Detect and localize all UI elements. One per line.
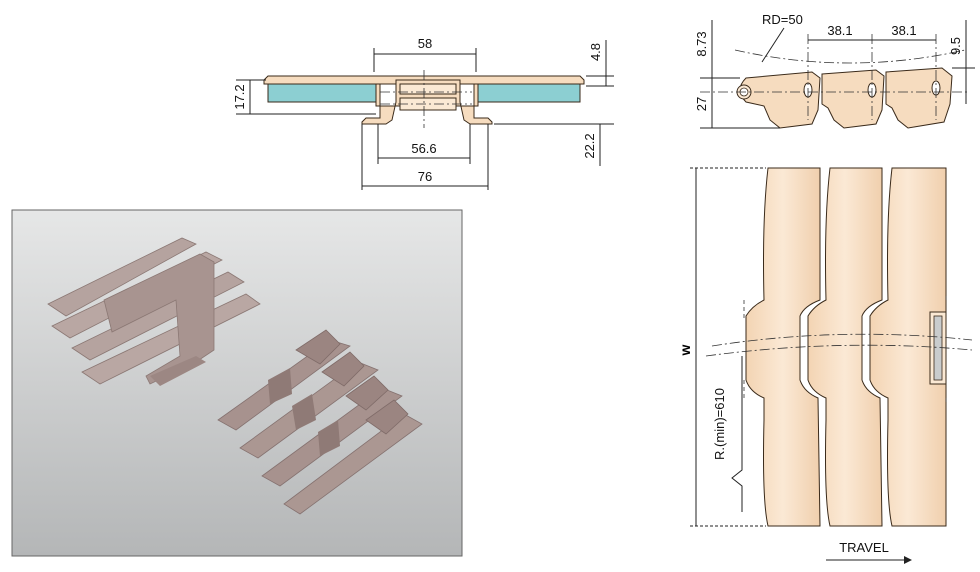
plan-view: w R.(min)=610 TRAVEL: [677, 167, 973, 564]
pitch-profile-view: RD=50 38.1 38.1 8.73 27 9.5: [694, 12, 975, 129]
dim-top-offset: 4.8: [588, 43, 603, 61]
dim-radius: RD=50: [762, 12, 803, 27]
dim-width-w: w: [677, 344, 693, 356]
dim-inner-width: 56.6: [411, 141, 436, 156]
dim-total-height: 27: [694, 97, 709, 111]
side-section-view: 58 17.2 4.8 22.2 56.6 76: [232, 36, 614, 190]
dim-thickness: 17.2: [232, 84, 247, 109]
travel-arrow-icon: [904, 556, 912, 564]
dim-pitch-1: 38.1: [827, 23, 852, 38]
module-bottom-view: [217, 329, 423, 515]
dim-min-radius: R.(min)=610: [712, 388, 727, 460]
module-top-view: [47, 237, 261, 386]
dim-top-height: 8.73: [694, 31, 709, 56]
dim-width-top: 58: [418, 36, 432, 51]
dim-outer-width: 76: [418, 169, 432, 184]
right-insert-strip: [477, 83, 581, 103]
dim-hinge-height: 9.5: [948, 37, 963, 55]
dim-depth: 22.2: [582, 133, 597, 158]
left-insert-strip: [267, 83, 377, 103]
travel-label: TRAVEL: [839, 540, 889, 555]
dim-pitch-2: 38.1: [891, 23, 916, 38]
product-photo: [11, 209, 463, 557]
